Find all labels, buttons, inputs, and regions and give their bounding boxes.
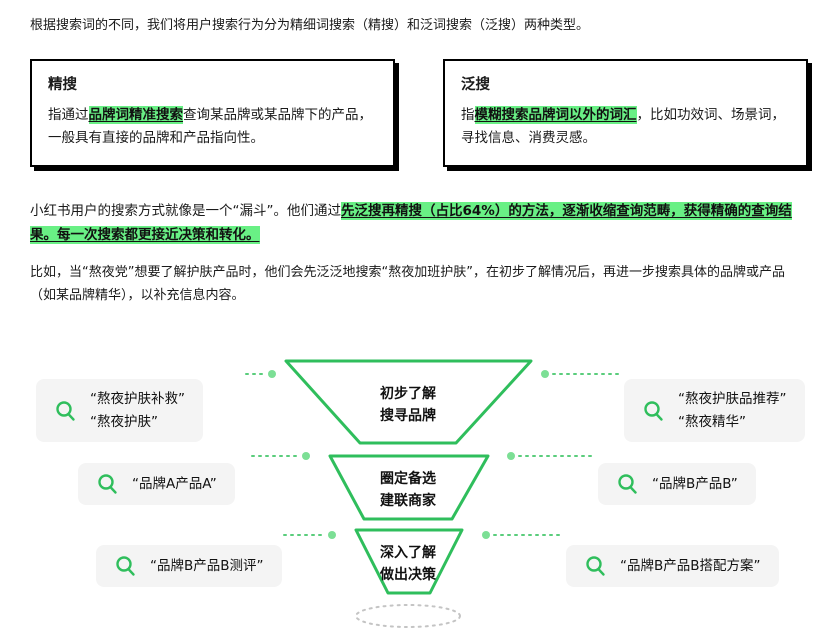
funnel-level-3-shape: [354, 528, 464, 595]
search-tag-left-1: “熬夜护肤补救” “熬夜护肤”: [36, 379, 203, 442]
card-precise-body: 指通过品牌词精准搜索查询某品牌或某品牌下的产品，一般具有直接的品牌和产品指向性。: [48, 104, 377, 151]
search-icon: [116, 556, 135, 577]
search-icon: [618, 474, 637, 495]
search-tag-line: “熬夜护肤品推荐”: [678, 391, 787, 408]
card-precise-text-after: 查询某品牌或某品牌下的产品，一般具有直接的品牌和产品指向性。: [48, 106, 372, 147]
card-precise-text-before: 指通过: [48, 106, 89, 123]
search-tag-lines: “熬夜护肤补救” “熬夜护肤”: [90, 388, 185, 433]
funnel-level-1-line1: 初步了解: [380, 385, 436, 402]
card-broad-title: 泛搜: [461, 76, 490, 93]
definition-cards: 精搜 指通过品牌词精准搜索查询某品牌或某品牌下的产品，一般具有直接的品牌和产品指…: [30, 58, 808, 168]
card-broad-text-before: 指: [461, 106, 475, 123]
search-tag-line: “熬夜护肤”: [90, 413, 158, 430]
card-broad-search: 泛搜 指模糊搜索品牌词以外的词汇，比如功效词、场景词，寻找信息、消费灵感。: [443, 58, 808, 168]
search-tag-line: “熬夜护肤补救”: [90, 391, 185, 408]
search-tag-right-2: “品牌B产品B”: [598, 463, 756, 506]
search-icon: [644, 400, 663, 421]
search-tag-line: “品牌A产品A”: [132, 476, 217, 493]
funnel-level-3-line2: 做出决策: [379, 566, 437, 583]
connector-dot-left-2: [302, 452, 310, 461]
search-tag-lines: “熬夜护肤品推荐” “熬夜精华”: [678, 388, 787, 433]
funnel-level-2-line2: 建联商家: [380, 492, 437, 509]
connector-dot-left-3: [328, 531, 336, 540]
search-tag-lines: “品牌A产品A”: [132, 473, 217, 495]
funnel-diagram: 初步了解 搜寻品牌 圈定备选 建联商家 深入了解 做出决策 “熬夜护肤补救” “…: [0, 353, 838, 635]
funnel-level-1-shape: [284, 359, 533, 445]
card-precise-search: 精搜 指通过品牌词精准搜索查询某品牌或某品牌下的产品，一般具有直接的品牌和产品指…: [30, 58, 395, 168]
search-tag-right-1: “熬夜护肤品推荐” “熬夜精华”: [624, 379, 805, 442]
search-tag-left-2: “品牌A产品A”: [78, 463, 235, 506]
funnel-level-2-shape: [328, 454, 490, 521]
connector-dot-right-1: [541, 370, 549, 379]
search-tag-right-3: “品牌B产品B搭配方案”: [566, 545, 779, 588]
search-tag-line: “品牌B产品B”: [652, 476, 738, 493]
card-precise-highlight: 品牌词精准搜索: [88, 105, 183, 124]
funnel-graphic: 初步了解 搜寻品牌 圈定备选 建联商家 深入了解 做出决策: [245, 359, 621, 629]
search-tag-lines: “品牌B产品B搭配方案”: [620, 555, 761, 577]
card-precise-title: 精搜: [48, 76, 77, 93]
intro-text: 根据搜索词的不同，我们将用户搜索行为分为精细词搜索（精搜）和泛词搜索（泛搜）两种…: [30, 18, 590, 33]
funnel-level-1-line2: 搜寻品牌: [380, 407, 436, 424]
decision-oval: [355, 604, 461, 629]
card-broad-body: 指模糊搜索品牌词以外的词汇，比如功效词、场景词，寻找信息、消费灵感。: [461, 104, 790, 151]
funnel-level-2-line1: 圈定备选: [380, 470, 436, 487]
search-tag-line: “品牌B产品B搭配方案”: [620, 558, 761, 575]
search-icon: [98, 474, 117, 495]
card-broad-highlight: 模糊搜索品牌词以外的词汇: [474, 105, 637, 124]
connector-dot-right-2: [507, 452, 515, 461]
funnel-level-3-line1: 深入了解: [380, 544, 436, 561]
search-tag-line: “熬夜精华”: [678, 413, 746, 430]
connector-dot-left-1: [268, 370, 276, 379]
card-broad-text-after: ，比如功效词、场景词，寻找信息、消费灵感。: [461, 106, 785, 147]
search-tag-line: “品牌B产品B测评”: [150, 558, 264, 575]
funnel-description-normal: 小红书用户的搜索方式就像是一个“漏斗”。他们通过: [30, 203, 341, 220]
search-tag-lines: “品牌B产品B”: [652, 473, 738, 495]
funnel-description-paragraph: 小红书用户的搜索方式就像是一个“漏斗”。他们通过先泛搜再精搜（占比64%）的方法…: [30, 199, 808, 248]
search-icon: [586, 556, 605, 577]
search-tag-left-3: “品牌B产品B测评”: [96, 545, 282, 588]
example-paragraph: 比如，当“熬夜党”想要了解护肤产品时，他们会先泛泛地搜索“熬夜加班护肤”，在初步…: [30, 264, 785, 304]
search-icon: [56, 400, 75, 421]
search-tag-lines: “品牌B产品B测评”: [150, 555, 264, 577]
connector-dot-right-3: [482, 531, 490, 540]
